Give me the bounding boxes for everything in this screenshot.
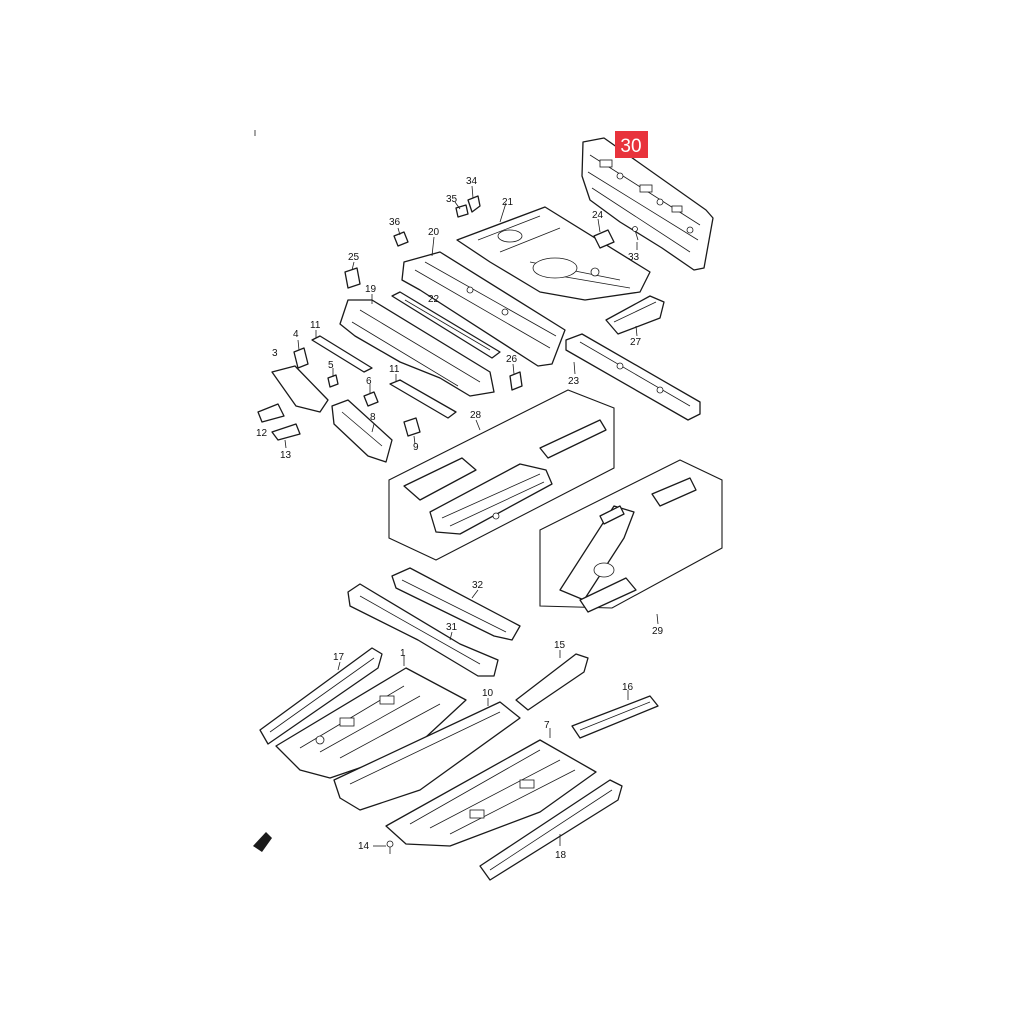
part-12-bracket[interactable] xyxy=(257,403,285,423)
callout-22: 22 xyxy=(428,294,440,305)
part-31-member[interactable] xyxy=(347,583,499,677)
callout-21: 21 xyxy=(502,197,514,208)
callout-20: 20 xyxy=(428,227,440,238)
callout-15: 15 xyxy=(554,640,566,651)
front-direction-arrow-icon xyxy=(253,832,272,852)
callout-18: 18 xyxy=(555,850,567,861)
callout-32: 32 xyxy=(472,580,484,591)
part-34-clip[interactable] xyxy=(467,195,481,213)
part-32-member[interactable] xyxy=(391,567,521,641)
part-13-bracket[interactable] xyxy=(271,423,301,441)
part-7-center-floor[interactable] xyxy=(385,739,597,847)
callout-13: 13 xyxy=(280,450,292,461)
part-15-bracket[interactable] xyxy=(515,653,589,711)
callout-33: 33 xyxy=(628,252,640,263)
callout-29: 29 xyxy=(652,626,664,637)
callout-31: 31 xyxy=(446,622,458,633)
callout-1: 1 xyxy=(400,648,406,659)
callout-34: 34 xyxy=(466,176,478,187)
callout-6: 6 xyxy=(366,376,372,387)
part-27-bracket[interactable] xyxy=(605,295,665,335)
callout-11b: 11 xyxy=(389,364,400,375)
part-30-rear-panel[interactable] xyxy=(581,137,714,271)
part-17-sill[interactable] xyxy=(259,647,383,745)
frame-28[interactable] xyxy=(388,389,615,561)
callout-3: 3 xyxy=(272,348,278,359)
part-11a-rail[interactable] xyxy=(311,335,373,373)
callout-24: 24 xyxy=(592,210,604,221)
callout-25: 25 xyxy=(348,252,360,263)
callout-8: 8 xyxy=(370,412,376,423)
callout-7: 7 xyxy=(544,720,550,731)
callout-16: 16 xyxy=(622,682,634,693)
frame-29[interactable] xyxy=(539,459,723,613)
callout-12: 12 xyxy=(256,428,268,439)
part-35-clip[interactable] xyxy=(455,204,469,218)
part-36[interactable] xyxy=(393,231,409,247)
callout-11a: 11 xyxy=(310,320,321,331)
callout-36: 36 xyxy=(389,217,401,228)
callout-26: 26 xyxy=(506,354,518,365)
part-8-rail[interactable] xyxy=(331,399,393,463)
callout-10: 10 xyxy=(482,688,494,699)
callout-4: 4 xyxy=(293,329,299,340)
callout-19: 19 xyxy=(365,284,377,295)
callout-5: 5 xyxy=(328,360,334,371)
part-10-tunnel[interactable] xyxy=(333,701,521,811)
callout-14: 14 xyxy=(358,841,370,852)
part-23-side-rail[interactable] xyxy=(565,333,701,421)
part-6[interactable] xyxy=(363,391,379,407)
callout-35: 35 xyxy=(446,194,458,205)
part-33-bolt[interactable] xyxy=(632,226,639,241)
part-11b-rail[interactable] xyxy=(389,379,457,419)
part-16-sill[interactable] xyxy=(571,695,659,739)
callout-23: 23 xyxy=(568,376,580,387)
part-4-bracket[interactable] xyxy=(293,347,309,369)
callout-17: 17 xyxy=(333,652,345,663)
part-19-tunnel[interactable] xyxy=(339,299,495,397)
part-24[interactable] xyxy=(593,229,615,249)
callout-27: 27 xyxy=(630,337,642,348)
part-26[interactable] xyxy=(509,371,523,391)
part-14-bolt[interactable] xyxy=(386,840,394,854)
part-21-rear-floor[interactable] xyxy=(456,206,651,301)
part-30-highlight-badge[interactable]: 30 xyxy=(615,131,648,158)
part-30-label: 30 xyxy=(620,136,641,157)
part-22-rail[interactable] xyxy=(391,291,501,359)
part-25[interactable] xyxy=(344,267,361,289)
part-20-cross-member[interactable] xyxy=(401,251,566,367)
callout-28: 28 xyxy=(470,410,482,421)
part-9[interactable] xyxy=(403,417,421,437)
part-18-rocker[interactable] xyxy=(479,779,623,881)
callout-9: 9 xyxy=(413,442,419,453)
part-3-bracket[interactable] xyxy=(271,365,329,413)
